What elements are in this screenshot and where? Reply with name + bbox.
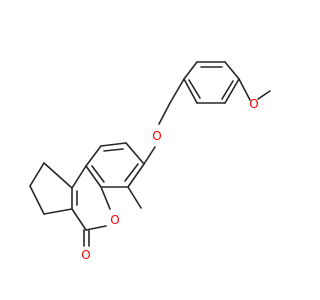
double-bond-inner <box>188 79 201 99</box>
bond <box>127 163 145 188</box>
ether-oxygen-label: O <box>152 129 161 143</box>
methoxy-oxygen-label: O <box>249 97 258 111</box>
molecule-canvas: O O O O <box>29 61 271 262</box>
cyclopentane-ring <box>29 162 73 215</box>
bond <box>257 90 271 100</box>
ring-oxygen-label: O <box>110 213 119 227</box>
double-bond-inner <box>91 165 105 183</box>
bond <box>143 146 156 165</box>
bond <box>71 165 87 189</box>
bond <box>125 142 145 165</box>
double-bond-inner <box>103 148 124 152</box>
methyl-group <box>127 186 142 209</box>
pyranone-ring <box>71 165 111 247</box>
double-bond-inner <box>221 80 234 100</box>
bond <box>43 208 73 215</box>
atom-labels: O O O O <box>81 97 258 262</box>
bond <box>127 186 142 209</box>
bond <box>183 61 198 80</box>
chromenone-benzene-ring <box>85 142 145 188</box>
bond <box>85 145 102 167</box>
double-bond-inner <box>124 163 139 182</box>
bond <box>29 162 45 187</box>
bond <box>43 162 73 189</box>
bond <box>238 78 251 101</box>
chemical-structure-drawing: O O O O <box>29 61 271 262</box>
bond <box>29 185 45 215</box>
bond <box>169 78 185 104</box>
bond <box>100 186 111 210</box>
bond <box>85 165 102 188</box>
bond <box>224 61 240 80</box>
bond <box>100 142 127 147</box>
bond <box>158 102 171 125</box>
methoxyphenyl-ring <box>183 61 240 104</box>
bond <box>71 208 87 231</box>
benzyloxy-linker <box>143 78 185 165</box>
bond <box>183 78 198 104</box>
bond <box>224 78 240 104</box>
carbonyl-oxygen-label: O <box>81 248 90 262</box>
methoxy-group <box>238 78 271 101</box>
